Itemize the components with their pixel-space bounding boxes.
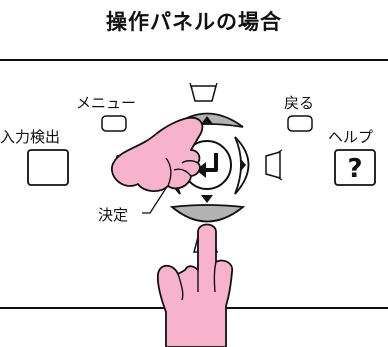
source-search-button[interactable] — [27, 149, 69, 186]
keystone-right-icon — [265, 149, 283, 181]
back-label: 戻る — [284, 94, 315, 112]
right-arrow-icon — [241, 159, 246, 171]
help-label: ヘルプ — [328, 128, 374, 146]
menu-button[interactable] — [101, 115, 127, 132]
pointing-hand-icon — [111, 116, 204, 192]
page-title: 操作パネルの場合 — [106, 10, 282, 34]
help-symbol: ? — [347, 154, 362, 184]
enter-icon — [196, 153, 218, 178]
source-search-label: 入力検出 — [0, 128, 61, 146]
help-button[interactable] — [334, 149, 376, 186]
enter-leader-line — [142, 181, 171, 214]
enter-label: 決定 — [98, 206, 129, 224]
up-arrow-icon — [201, 116, 213, 124]
down-arrow-icon — [201, 195, 213, 203]
keystone-up-icon — [189, 82, 218, 102]
back-button[interactable] — [287, 115, 313, 132]
pointing-hand-icon — [156, 223, 234, 347]
down-button[interactable] — [169, 204, 246, 223]
menu-label: メニュー — [76, 94, 137, 112]
